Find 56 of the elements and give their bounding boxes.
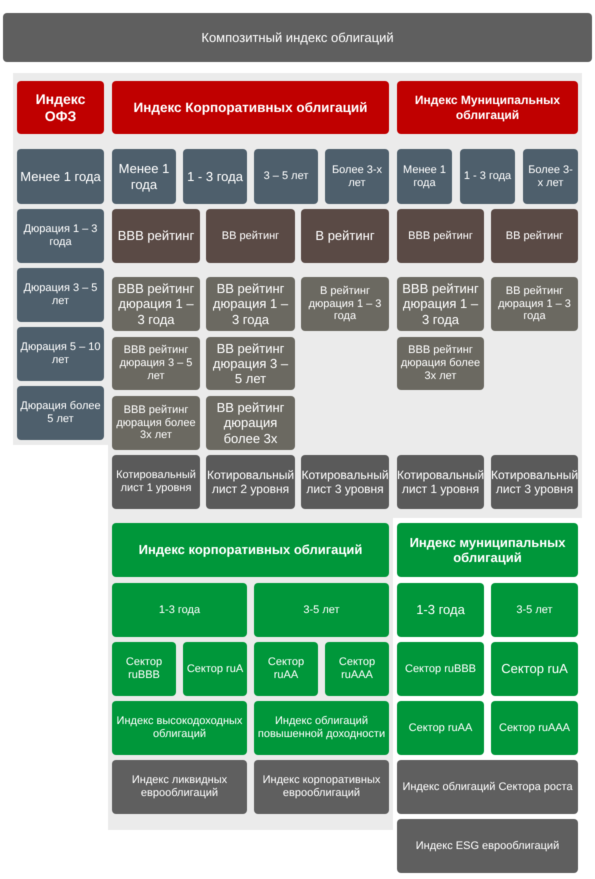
sub-index-tile: Сектор ruAA: [254, 642, 318, 696]
maturity-tile: Менее 1 года: [17, 149, 104, 204]
sub-index-tile: Сектор ruBBB: [112, 642, 176, 696]
maturity-tile: Дюрация 1 – 3 года: [17, 209, 104, 263]
index-tile: Индекс ESG еврооблигаций: [397, 819, 578, 873]
rating-duration-tile: BBB рейтинг дюрация 3 – 5 лет: [112, 337, 200, 390]
maturity-tile: Дюрация 3 – 5 лет: [17, 268, 104, 322]
sub-index-tile: 3-5 лет: [254, 583, 389, 637]
rating-tile: BBB рейтинг: [112, 209, 200, 263]
sub-index-tile: Сектор ruAAA: [325, 642, 389, 696]
rating-tile: B рейтинг: [301, 209, 389, 263]
maturity-tile: Менее 1 года: [397, 149, 452, 204]
rating-tile: BB рейтинг: [206, 209, 295, 263]
listing-tile: Котировальный лист 3 уровня: [491, 455, 578, 509]
sub-index-tile: Сектор ruAA: [397, 701, 484, 755]
maturity-tile: Более 3-х лет: [523, 149, 578, 204]
rating-duration-tile: BBB рейтинг дюрация 1 – 3 года: [397, 277, 484, 331]
maturity-tile: Более 3-х лет: [325, 149, 389, 204]
maturity-tile: 1 - 3 года: [183, 149, 247, 204]
index-tile: Индекс корпоративных еврооблигаций: [254, 760, 389, 814]
sub-index-tile: Сектор ruA: [183, 642, 247, 696]
listing-tile: Котировальный лист 3 уровня: [301, 455, 389, 509]
rating-duration-tile: BB рейтинг дюрация 3 – 5 лет: [206, 337, 295, 390]
index-header: Индекс Корпоративных облигаций: [112, 81, 389, 134]
sub-index-tile: Индекс облигаций повышенной доходности: [254, 701, 389, 755]
index-tile: Индекс облигаций Сектора роста: [397, 760, 578, 814]
rating-tile: BB рейтинг: [491, 209, 578, 263]
rating-duration-tile: BB рейтинг дюрация более 3х: [206, 396, 295, 450]
index-header: Индекс Муниципальных облигаций: [397, 81, 578, 134]
rating-tile: BBB рейтинг: [397, 209, 484, 263]
listing-tile: Котировальный лист 1 уровня: [397, 455, 484, 509]
maturity-tile: 1 - 3 года: [460, 149, 515, 204]
rating-duration-tile: BBB рейтинг дюрация более 3х лет: [112, 396, 200, 450]
maturity-tile: Менее 1 года: [112, 149, 176, 204]
sub-index-tile: 3-5 лет: [491, 583, 578, 637]
rating-duration-tile: B рейтинг дюрация 1 – 3 года: [301, 277, 389, 331]
index-header: Индекс муниципальных облигаций: [397, 523, 578, 577]
listing-tile: Котировальный лист 2 уровня: [206, 455, 295, 509]
rating-duration-tile: BBB рейтинг дюрация 1 – 3 года: [112, 277, 200, 331]
rating-duration-tile: BBB рейтинг дюрация более 3х лет: [397, 337, 484, 390]
index-header: Индекс ОФЗ: [17, 81, 104, 134]
rating-duration-tile: BB рейтинг дюрация 1 – 3 года: [206, 277, 295, 331]
rating-duration-tile: BB рейтинг дюрация 1 – 3 года: [491, 277, 578, 331]
sub-index-tile: Сектор ruBBB: [397, 642, 484, 696]
sub-index-tile: 1-3 года: [397, 583, 484, 637]
index-header: Индекс корпоративных облигаций: [112, 523, 389, 577]
maturity-tile: 3 – 5 лет: [254, 149, 318, 204]
listing-tile: Котировальный лист 1 уровня: [112, 455, 200, 509]
header-bar: Композитный индекс облигаций: [3, 13, 592, 62]
sub-index-tile: 1-3 года: [112, 583, 247, 637]
sub-index-tile: Индекс высокодоходных облигаций: [112, 701, 247, 755]
maturity-tile: Дюрация более 5 лет: [17, 386, 104, 440]
index-tile: Индекс ликвидных еврооблигаций: [112, 760, 247, 814]
maturity-tile: Дюрация 5 – 10 лет: [17, 327, 104, 381]
sub-index-tile: Сектор ruAAA: [491, 701, 578, 755]
sub-index-tile: Сектор ruA: [491, 642, 578, 696]
